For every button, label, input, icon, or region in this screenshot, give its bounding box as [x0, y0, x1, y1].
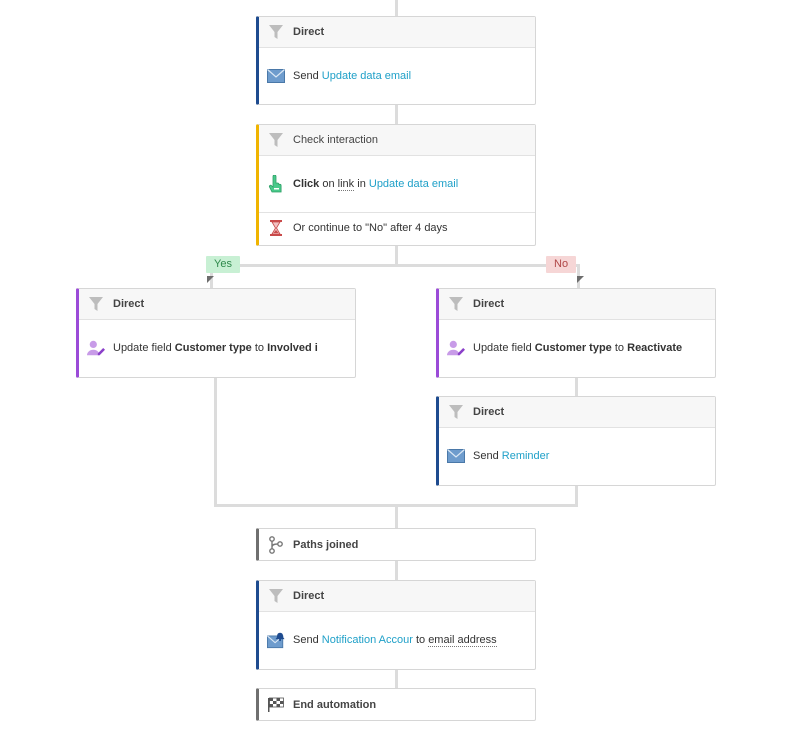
- user-edit-icon: [87, 339, 105, 357]
- connector-check-split: [395, 245, 398, 265]
- field-name: Customer type: [534, 342, 612, 354]
- email-link[interactable]: Update data email: [321, 70, 412, 82]
- action-label: Send: [293, 634, 319, 646]
- branch-no-label: No: [546, 256, 577, 273]
- node-title: End automation: [293, 699, 377, 711]
- connector-no-update-send: [575, 377, 578, 397]
- node-direct-send-notification[interactable]: Direct Send Notification Accour to email…: [256, 580, 536, 670]
- node-description: Send Notification Accour to email addres…: [293, 634, 497, 647]
- node-title: Direct: [113, 298, 145, 310]
- in-label: in: [357, 178, 366, 190]
- node-header: Direct: [259, 17, 535, 48]
- hand-pointer-icon: [267, 175, 285, 193]
- node-description: Send Update data email: [293, 70, 411, 82]
- connector-merge-down: [395, 504, 398, 529]
- connector-no-send-join: [575, 485, 578, 506]
- action-label: Send: [473, 450, 499, 462]
- node-header: Paths joined: [259, 529, 535, 561]
- node-description: Click on link in Update data email: [293, 178, 459, 191]
- branch-yes-marker: [207, 276, 214, 283]
- connector-join-direct2: [395, 560, 398, 581]
- filter-icon: [447, 403, 465, 421]
- hourglass-icon: [267, 219, 285, 237]
- node-description: Update field Customer type to Involved i: [113, 342, 318, 354]
- connector-direct2-end: [395, 669, 398, 689]
- node-header: Direct: [259, 581, 535, 612]
- node-body: Send Notification Accour to email addres…: [259, 612, 535, 668]
- connector-yes-to-join: [214, 377, 217, 506]
- node-paths-joined[interactable]: Paths joined: [256, 528, 536, 561]
- branch-no-marker: [577, 276, 584, 283]
- update-prefix: Update field: [473, 342, 532, 354]
- node-header: Check interaction: [259, 125, 535, 156]
- envelope-icon: [447, 447, 465, 465]
- email-link[interactable]: Update data email: [368, 178, 459, 190]
- connector-split-horizontal: [210, 264, 580, 267]
- to-label: to: [614, 342, 625, 354]
- connector-top: [395, 0, 398, 17]
- node-title: Paths joined: [293, 539, 359, 551]
- branch-yes-label: Yes: [206, 256, 240, 273]
- field-name: Customer type: [174, 342, 252, 354]
- filter-icon: [87, 295, 105, 313]
- filter-icon: [267, 587, 285, 605]
- node-no-update-field[interactable]: Direct Update field Customer type to Rea…: [436, 288, 716, 378]
- recipient-selector[interactable]: email address: [428, 634, 497, 647]
- envelope-bell-icon: [267, 631, 285, 649]
- action-label: Send: [293, 70, 319, 82]
- node-title: Check interaction: [293, 134, 378, 146]
- node-direct-send-update[interactable]: Direct Send Update data email: [256, 16, 536, 105]
- node-body: Send Update data email: [259, 48, 535, 104]
- click-label: Click: [293, 178, 320, 190]
- node-title: Direct: [473, 406, 505, 418]
- node-header: Direct: [439, 397, 715, 428]
- on-label: on: [322, 178, 335, 190]
- node-title: Direct: [473, 298, 505, 310]
- connector-direct1-check: [395, 104, 398, 125]
- node-body: Send Reminder: [439, 428, 715, 484]
- email-link[interactable]: Reminder: [501, 450, 550, 462]
- node-footer: Or continue to "No" after 4 days: [259, 212, 535, 243]
- node-title: Direct: [293, 26, 325, 38]
- node-header: Direct: [79, 289, 355, 320]
- node-header: End automation: [259, 689, 535, 721]
- field-value: Reactivate: [627, 342, 683, 354]
- node-end-automation[interactable]: End automation: [256, 688, 536, 721]
- user-edit-icon: [447, 339, 465, 357]
- update-prefix: Update field: [113, 342, 172, 354]
- fallback-text: Or continue to "No" after 4 days: [293, 222, 448, 234]
- node-title: Direct: [293, 590, 325, 602]
- node-check-interaction[interactable]: Check interaction Click on link in Updat…: [256, 124, 536, 246]
- filter-icon: [267, 23, 285, 41]
- node-yes-update-field[interactable]: Direct Update field Customer type to Inv…: [76, 288, 356, 378]
- email-link[interactable]: Notification Accour: [321, 634, 413, 646]
- envelope-icon: [267, 67, 285, 85]
- link-selector[interactable]: link: [337, 178, 355, 191]
- node-body: Update field Customer type to Involved i: [79, 320, 355, 376]
- node-description: Send Reminder: [473, 450, 549, 462]
- node-description: Update field Customer type to Reactivate: [473, 342, 682, 354]
- to-label: to: [254, 342, 265, 354]
- node-body: Update field Customer type to Reactivate: [439, 320, 715, 376]
- filter-icon: [267, 131, 285, 149]
- checkered-flag-icon: [267, 696, 285, 714]
- to-label: to: [415, 634, 426, 646]
- node-no-send-reminder[interactable]: Direct Send Reminder: [436, 396, 716, 486]
- branch-merge-icon: [267, 536, 285, 554]
- node-body: Click on link in Update data email: [259, 156, 535, 212]
- node-header: Direct: [439, 289, 715, 320]
- field-value: Involved i: [267, 342, 318, 354]
- filter-icon: [447, 295, 465, 313]
